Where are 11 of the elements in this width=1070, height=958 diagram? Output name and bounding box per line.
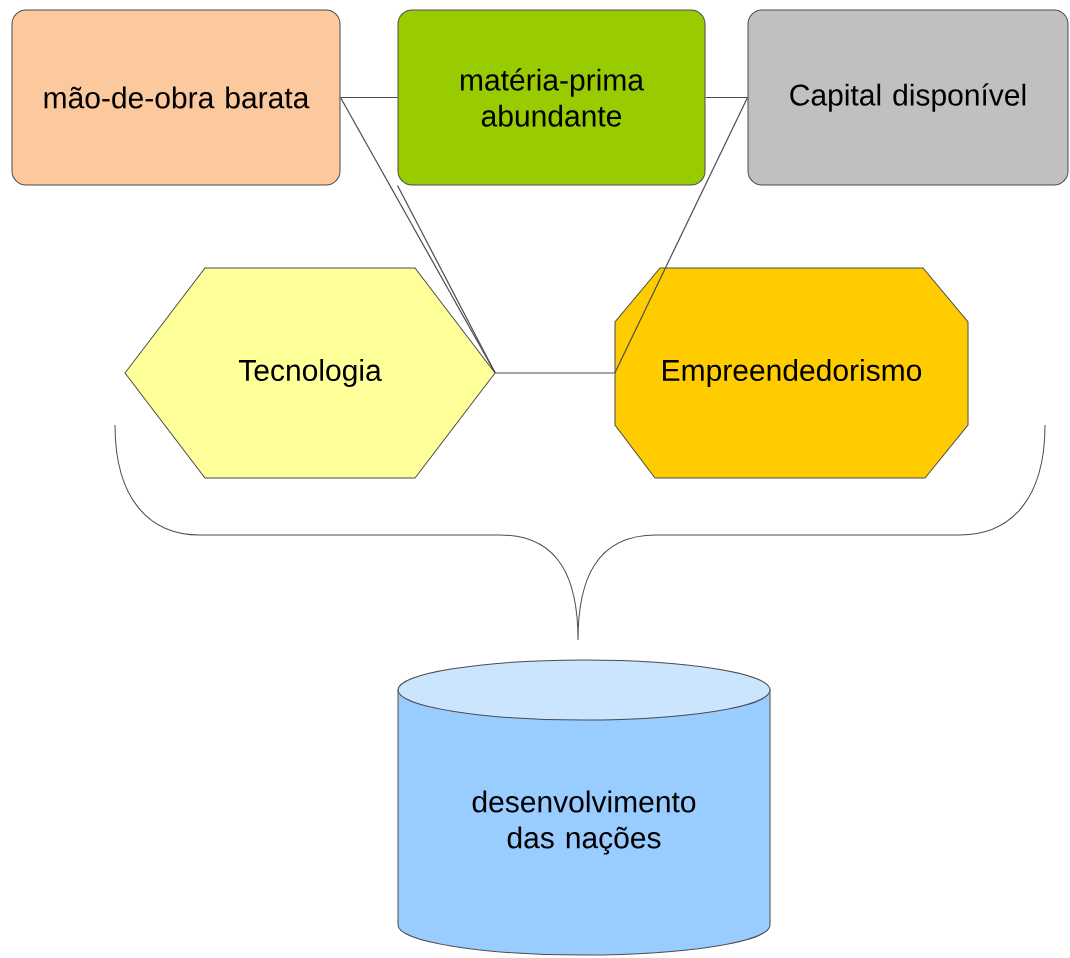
- connector-line: [494, 372, 616, 374]
- rounded-box: Capital disponível: [747, 9, 1069, 186]
- rounded-box: mão-de-obra barata: [11, 9, 341, 186]
- connector-line: [614, 96, 749, 374]
- connector-line: [396, 184, 496, 374]
- connector-line: [704, 96, 749, 99]
- cylinder: desenvolvimento das nações: [397, 659, 771, 956]
- connector-line: [339, 96, 399, 99]
- rounded-box: matéria-prima abundante: [397, 9, 706, 186]
- hexagon: Tecnologia: [124, 267, 496, 479]
- octagon: Empreendedorismo: [614, 267, 969, 479]
